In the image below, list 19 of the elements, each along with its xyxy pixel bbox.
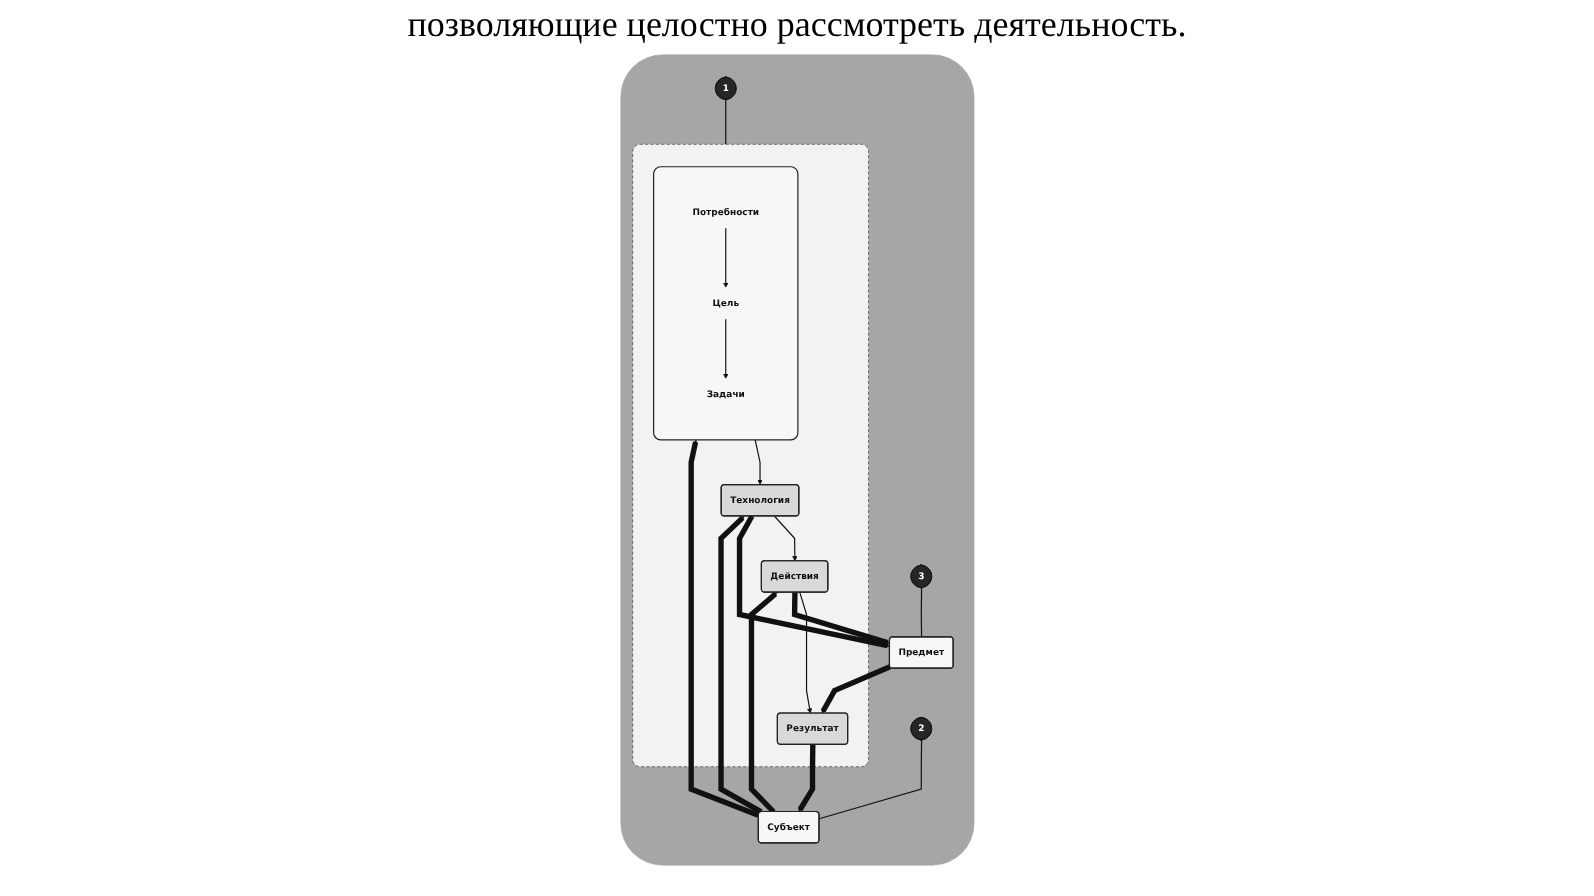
cluster <box>632 144 869 767</box>
arrow <box>748 591 777 814</box>
connector <box>818 739 922 820</box>
arrow <box>722 318 728 379</box>
arrow <box>722 227 728 288</box>
arrow <box>736 514 890 649</box>
arrow <box>791 592 890 646</box>
arrow <box>754 439 763 485</box>
arrow <box>717 515 763 815</box>
arrow <box>773 515 798 562</box>
connector <box>920 587 922 638</box>
arrow <box>797 744 816 812</box>
cluster <box>652 166 799 441</box>
cluster <box>620 54 974 866</box>
arrow <box>820 664 891 714</box>
connector <box>724 98 726 145</box>
arrow <box>688 439 759 818</box>
caption-text: позволяющие целостно рассмотреть деятельность. <box>405 4 1189 46</box>
arrow <box>798 591 812 714</box>
